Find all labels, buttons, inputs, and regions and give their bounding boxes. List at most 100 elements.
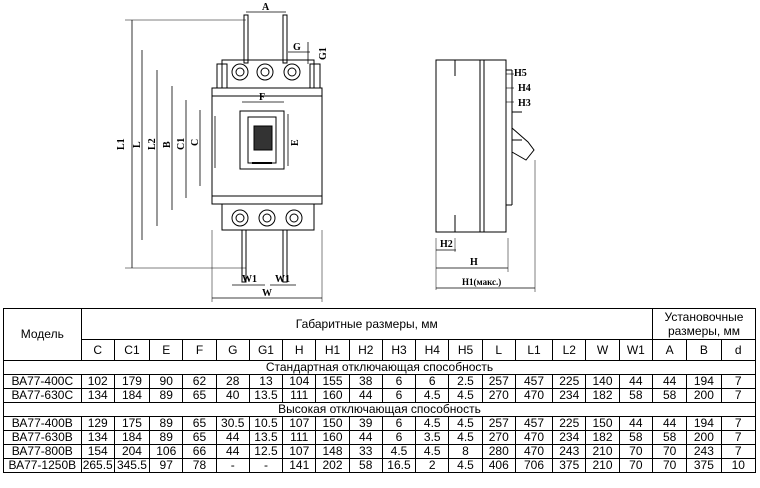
value-cell: 706 xyxy=(514,458,554,473)
value-cell: 39 xyxy=(348,416,383,431)
front-bottom-terminals xyxy=(221,203,315,231)
column-header: d xyxy=(720,339,757,361)
section-row: Высокая отключающая способность xyxy=(3,402,756,417)
dim-label-g: G xyxy=(293,42,301,53)
mount-header: Установочные размеры, мм xyxy=(652,308,756,340)
value-cell: 225 xyxy=(552,374,587,389)
column-header: G1 xyxy=(248,339,284,361)
value-cell: 194 xyxy=(686,374,722,389)
dim-label-w1-left: W1 xyxy=(242,274,257,285)
section-title: Стандартная отключающая способность xyxy=(3,360,756,375)
value-cell: 184 xyxy=(113,430,151,445)
dim-label-h2: H2 xyxy=(440,239,453,250)
value-cell: 470 xyxy=(514,430,554,445)
value-cell: 13.5 xyxy=(248,388,284,403)
dim-label-l2: L2 xyxy=(147,138,158,150)
dim-label-h1: H1(макс.) xyxy=(462,277,501,287)
value-cell: 70 xyxy=(651,458,688,473)
value-cell: 70 xyxy=(651,444,688,459)
value-cell: 107 xyxy=(282,416,317,431)
section-title: Высокая отключающая способность xyxy=(3,402,756,417)
column-header: E xyxy=(149,339,184,361)
value-cell: 202 xyxy=(315,458,350,473)
model-cell: ВА77-1250В xyxy=(3,458,82,473)
value-cell: 7 xyxy=(720,388,757,403)
value-cell: 150 xyxy=(585,416,620,431)
model-header: Модель xyxy=(3,308,82,361)
value-cell: 4.5 xyxy=(448,416,483,431)
side-body xyxy=(435,59,485,233)
dim-label-f: F xyxy=(259,92,265,103)
dim-label-h4: H4 xyxy=(518,83,531,94)
value-cell: 89 xyxy=(149,388,184,403)
column-header: H xyxy=(282,339,317,361)
value-cell: 2 xyxy=(415,458,450,473)
value-cell: 182 xyxy=(585,388,620,403)
value-cell: 375 xyxy=(686,458,722,473)
model-cell: ВА77-630С xyxy=(3,388,82,403)
value-cell: 6 xyxy=(381,388,417,403)
value-cell: 140 xyxy=(585,374,620,389)
value-cell: 375 xyxy=(552,458,587,473)
dim-label-g1: G1 xyxy=(318,47,329,60)
value-cell: 6 xyxy=(381,374,417,389)
value-cell: 4.5 xyxy=(448,458,483,473)
value-cell: 70 xyxy=(618,444,654,459)
value-cell: 102 xyxy=(80,374,115,389)
value-cell: 44 xyxy=(651,374,688,389)
value-cell: 141 xyxy=(282,458,317,473)
value-cell: 65 xyxy=(182,388,217,403)
value-cell: 4.5 xyxy=(415,444,450,459)
value-cell: 33 xyxy=(348,444,383,459)
value-cell: 44 xyxy=(618,374,654,389)
value-cell: 470 xyxy=(514,444,554,459)
value-cell: 78 xyxy=(182,458,217,473)
value-cell: 28 xyxy=(215,374,250,389)
column-header: F xyxy=(182,339,217,361)
value-cell: 104 xyxy=(282,374,317,389)
column-header: H5 xyxy=(448,339,483,361)
value-cell: 257 xyxy=(481,374,516,389)
value-cell: 4.5 xyxy=(381,444,417,459)
dim-label-a: A xyxy=(262,2,270,13)
value-cell: 160 xyxy=(315,388,350,403)
value-cell: 13.5 xyxy=(248,430,284,445)
value-cell: 257 xyxy=(481,416,516,431)
value-cell: 6 xyxy=(415,374,450,389)
value-cell: 10 xyxy=(720,458,757,473)
value-cell: 4.5 xyxy=(448,388,483,403)
model-cell: ВА77-630В xyxy=(3,430,82,445)
section-row: Стандартная отключающая способность xyxy=(3,360,756,375)
column-header: H3 xyxy=(381,339,417,361)
value-cell: 58 xyxy=(651,430,688,445)
value-cell: 90 xyxy=(149,374,184,389)
column-header: B xyxy=(686,339,722,361)
dim-label-w: W xyxy=(262,288,272,299)
dim-label-w1-right: W1 xyxy=(275,274,290,285)
column-header: W xyxy=(585,339,620,361)
value-cell: 134 xyxy=(80,388,115,403)
value-cell: 4.5 xyxy=(415,388,450,403)
value-cell: 4.5 xyxy=(415,416,450,431)
value-cell: 243 xyxy=(552,444,587,459)
value-cell: 70 xyxy=(618,458,654,473)
value-cell: 6 xyxy=(381,430,417,445)
value-cell: 225 xyxy=(552,416,587,431)
technical-drawing: A G G1 L1 L L2 B C1 C F E W1 W1 W H5 H4 … xyxy=(116,2,536,302)
value-cell: 65 xyxy=(182,430,217,445)
spec-table: Модель Габаритные размеры, мм Установочн… xyxy=(3,308,757,473)
column-header: H4 xyxy=(415,339,450,361)
value-cell: 106 xyxy=(149,444,184,459)
value-cell: 107 xyxy=(282,444,317,459)
column-header: L1 xyxy=(514,339,554,361)
column-header: C1 xyxy=(113,339,151,361)
value-cell: 8 xyxy=(448,444,483,459)
dim-label-h: H xyxy=(470,257,478,268)
value-cell: 44 xyxy=(348,430,383,445)
value-cell: 7 xyxy=(720,444,757,459)
column-header: H1 xyxy=(315,339,350,361)
